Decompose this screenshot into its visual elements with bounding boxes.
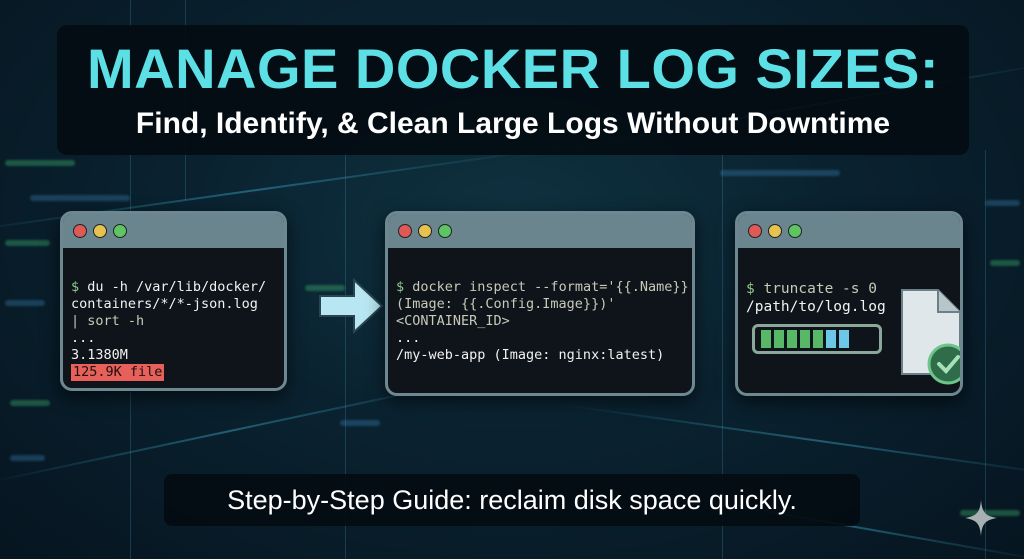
command-text: <CONTAINER_ID> — [396, 313, 510, 329]
command-text: | sort -h — [71, 313, 145, 329]
document-icon — [901, 289, 960, 385]
tagline-text: Step-by-Step Guide: reclaim disk space q… — [227, 485, 797, 515]
page-subtitle: Find, Identify, & Clean Large Logs Witho… — [135, 107, 891, 140]
output-line: /my-web-app (Image: nginx:latest) — [396, 347, 665, 363]
terminal-output: $ truncate -s 0/path/to/log.log — [738, 248, 960, 352]
maximize-dot-icon — [788, 224, 802, 238]
command-text: containers/*/*-json.log — [71, 296, 258, 312]
command-text: (Image: {{.Config.Image}})' — [396, 296, 616, 312]
maximize-dot-icon — [113, 224, 127, 238]
terminal-output: $ docker inspect --format='{{.Name}}(Ima… — [396, 279, 689, 363]
output-line: ... — [71, 330, 96, 346]
command-text: docker inspect --format='{{.Name}} — [412, 279, 689, 295]
terminal-window-clean: $ truncate -s 0/path/to/log.log — [735, 211, 963, 396]
minimize-dot-icon — [768, 224, 782, 238]
terminal-titlebar — [738, 214, 960, 248]
output-line: 3.1380M — [71, 347, 128, 363]
terminal-titlebar — [388, 214, 692, 248]
minimize-dot-icon — [418, 224, 432, 238]
highlighted-output-line: 125.9K file — [71, 364, 165, 381]
command-text: /path/to/log.log — [746, 299, 886, 315]
sparkle-icon — [965, 500, 997, 536]
terminal-titlebar — [63, 214, 284, 248]
close-dot-icon — [748, 224, 762, 238]
title-banner: MANAGE DOCKER LOG SIZES: Find, Identify,… — [57, 25, 969, 155]
maximize-dot-icon — [438, 224, 452, 238]
tagline-banner: Step-by-Step Guide: reclaim disk space q… — [164, 474, 860, 526]
close-dot-icon — [73, 224, 87, 238]
command-text: truncate -s 0 — [763, 281, 877, 297]
terminal-output: $ du -h /var/lib/docker/containers/*/*-j… — [63, 248, 284, 388]
arrow-right-icon — [319, 277, 384, 335]
check-circle-icon — [927, 343, 960, 385]
page-title: MANAGE DOCKER LOG SIZES: — [86, 37, 940, 100]
terminal-window-identify: $ docker inspect --format='{{.Name}}(Ima… — [385, 211, 695, 396]
close-dot-icon — [398, 224, 412, 238]
output-line: ... — [396, 330, 421, 346]
progress-bar — [752, 324, 882, 354]
terminal-window-find: $ du -h /var/lib/docker/containers/*/*-j… — [60, 211, 287, 391]
command-text: du -h /var/lib/docker/ — [87, 279, 267, 295]
minimize-dot-icon — [93, 224, 107, 238]
